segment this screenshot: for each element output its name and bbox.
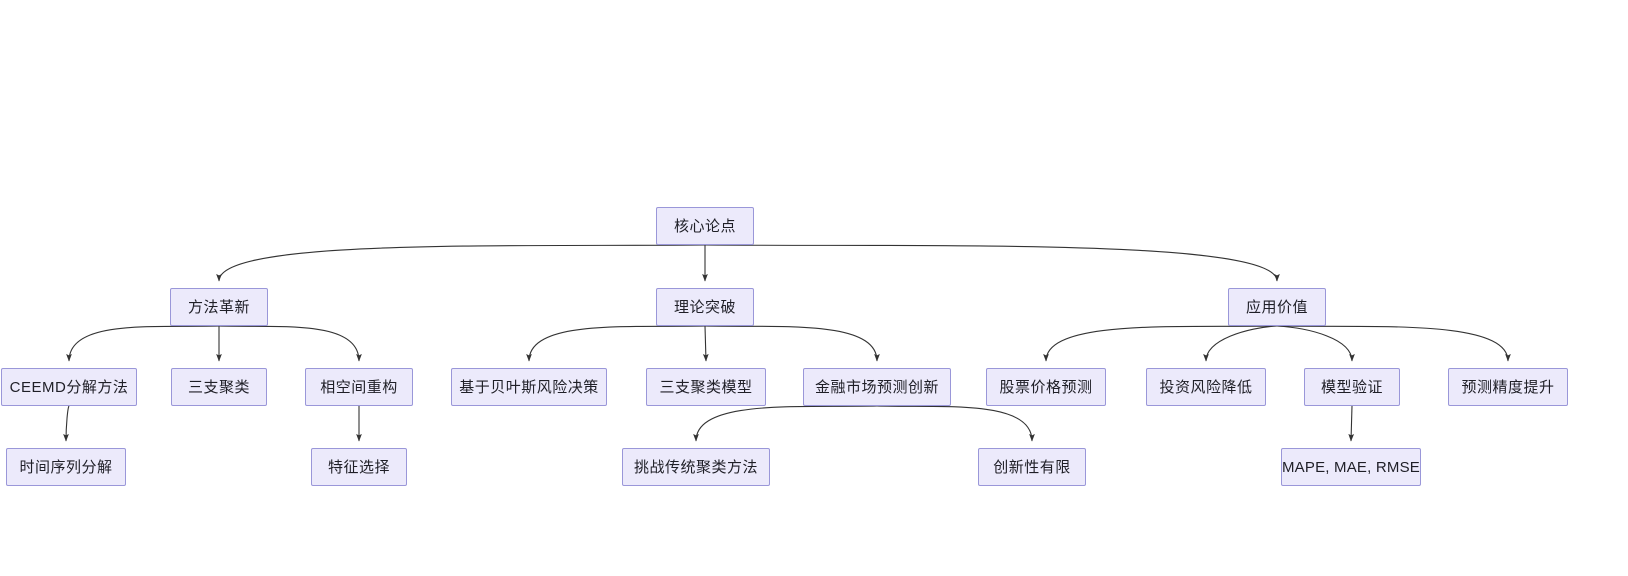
node-limited[interactable]: 创新性有限: [978, 448, 1086, 486]
node-label: 投资风险降低: [1159, 378, 1253, 396]
node-label: 创新性有限: [993, 458, 1071, 476]
node-value[interactable]: 应用价值: [1228, 288, 1326, 326]
node-threemodel[interactable]: 三支聚类模型: [646, 368, 766, 406]
node-label: 金融市场预测创新: [814, 378, 939, 396]
node-label: 应用价值: [1245, 298, 1308, 316]
node-phase[interactable]: 相空间重构: [305, 368, 413, 406]
node-bayes[interactable]: 基于贝叶斯风险决策: [451, 368, 607, 406]
node-feature[interactable]: 特征选择: [311, 448, 407, 486]
node-risk[interactable]: 投资风险降低: [1146, 368, 1266, 406]
node-validate[interactable]: 模型验证: [1304, 368, 1400, 406]
node-method[interactable]: 方法革新: [170, 288, 268, 326]
node-label: 方法革新: [187, 298, 250, 316]
node-label: 核心论点: [673, 217, 736, 235]
node-label: 特征选择: [327, 458, 390, 476]
node-label: CEEMD分解方法: [9, 378, 129, 396]
node-label: 股票价格预测: [999, 378, 1093, 396]
node-root[interactable]: 核心论点: [656, 207, 754, 245]
node-label: 三支聚类: [187, 378, 250, 396]
node-finance[interactable]: 金融市场预测创新: [803, 368, 951, 406]
node-label: 三支聚类模型: [659, 378, 753, 396]
node-decompose[interactable]: 时间序列分解: [6, 448, 126, 486]
node-label: MAPE, MAE, RMSE: [1281, 458, 1421, 476]
node-stock[interactable]: 股票价格预测: [986, 368, 1106, 406]
node-theory[interactable]: 理论突破: [656, 288, 754, 326]
node-label: 预测精度提升: [1461, 378, 1555, 396]
node-ceemd[interactable]: CEEMD分解方法: [1, 368, 137, 406]
node-label: 模型验证: [1320, 378, 1383, 396]
node-label: 相空间重构: [320, 378, 398, 396]
node-metrics[interactable]: MAPE, MAE, RMSE: [1281, 448, 1421, 486]
node-accuracy[interactable]: 预测精度提升: [1448, 368, 1568, 406]
node-label: 时间序列分解: [19, 458, 113, 476]
node-label: 基于贝叶斯风险决策: [459, 378, 599, 396]
node-label: 理论突破: [673, 298, 736, 316]
node-challenge[interactable]: 挑战传统聚类方法: [622, 448, 770, 486]
node-label: 挑战传统聚类方法: [633, 458, 758, 476]
node-threeway[interactable]: 三支聚类: [171, 368, 267, 406]
